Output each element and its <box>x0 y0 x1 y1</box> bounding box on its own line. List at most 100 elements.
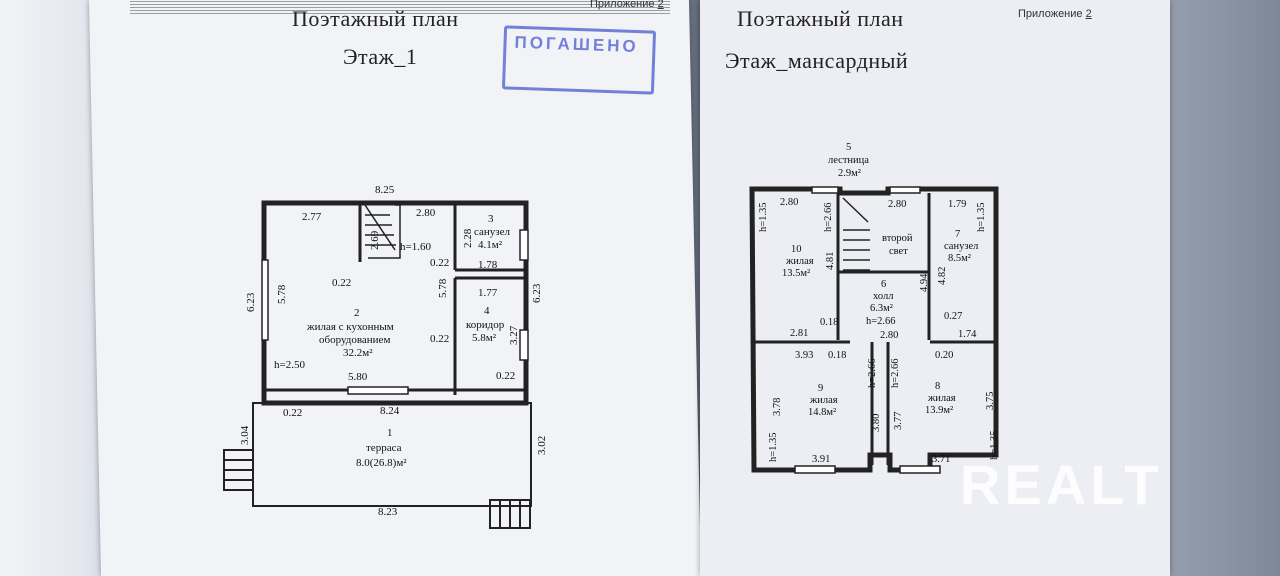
dim-r-4-82: 4.82 <box>937 267 948 285</box>
dim-2-28: 2.28 <box>462 228 474 248</box>
room-6-area: 6.3м² <box>870 303 893 314</box>
room-5-area: 2.9м² <box>838 168 861 179</box>
right-floor-label: Этаж_мансардный <box>725 48 909 73</box>
right-stairs <box>842 197 870 271</box>
left-appendix-label: Приложение <box>590 0 655 10</box>
dim-5-78-b: 5.78 <box>437 278 449 298</box>
left-floor-label: Этаж_1 <box>343 44 418 69</box>
room-8-number: 8 <box>935 381 940 392</box>
right-windows <box>794 186 941 474</box>
dim-r-h266-c: h=2.66 <box>890 358 901 388</box>
left-terrace <box>223 402 532 529</box>
room-8-name: жилая <box>927 393 956 404</box>
room-7-number: 7 <box>955 229 960 240</box>
dim-0-22-b: 0.22 <box>430 257 449 269</box>
right-appendix-label: Приложение <box>1018 8 1083 20</box>
room-2-number: 2 <box>354 307 360 319</box>
room-7-area: 8.5м² <box>948 253 971 264</box>
dim-2-69: 2.69 <box>369 230 381 250</box>
dim-r-1-79: 1.79 <box>948 199 966 210</box>
room-2-name-line2: оборудованием <box>319 334 390 346</box>
dim-r-3-78: 3.78 <box>772 398 783 416</box>
dim-2-77: 2.77 <box>302 211 322 223</box>
dim-r-0-27: 0.27 <box>944 311 962 322</box>
dim-stair-left: 3.04 <box>239 425 251 445</box>
room-4-name: коридор <box>466 319 505 331</box>
right-plan-inner-walls <box>754 193 996 465</box>
dim-terrace-width: 8.24 <box>380 405 400 417</box>
dim-top: 8.25 <box>375 184 395 196</box>
dim-r-h135-a: h=1.35 <box>758 202 769 232</box>
dim-r-3-93: 3.93 <box>795 350 813 361</box>
dim-r-3-91: 3.91 <box>812 454 830 465</box>
dim-5-78-a: 5.78 <box>276 284 288 304</box>
room-3-number: 3 <box>488 213 494 225</box>
paper-edge-lines <box>130 0 670 14</box>
room-9-area: 14.8м² <box>808 407 836 418</box>
second-light-label: второй <box>882 233 913 244</box>
dim-r-2-80-c: 2.80 <box>880 330 898 341</box>
dim-r-2-81: 2.81 <box>790 328 808 339</box>
dim-0-22-e: 0.22 <box>496 370 515 382</box>
room-1-number: 1 <box>387 427 393 439</box>
dim-r-h135-c: h=1.35 <box>768 432 779 462</box>
room-2-area: 32.2м² <box>343 347 373 359</box>
dim-left-height: 6.23 <box>245 292 257 312</box>
room-9-number: 9 <box>818 383 823 394</box>
dim-r-2-80-a: 2.80 <box>780 197 798 208</box>
dim-1-77: 1.77 <box>478 287 498 299</box>
dim-r-h266-a: h=2.66 <box>823 202 834 232</box>
room-6-height: h=2.66 <box>866 316 896 327</box>
dim-r-3-77: 3.77 <box>893 412 904 430</box>
dim-r-1-74: 1.74 <box>958 329 977 340</box>
dim-0-22-d: 0.22 <box>283 407 302 419</box>
room-2-name: жилая с кухонным <box>306 321 394 333</box>
dim-r-0-18-a: 0.18 <box>820 317 838 328</box>
right-page-title: Поэтажный план <box>737 6 904 31</box>
dim-5-80: 5.80 <box>348 371 368 383</box>
room-6-name: холл <box>873 291 893 302</box>
dim-2-80: 2.80 <box>416 207 436 219</box>
left-plan-inner-walls <box>264 203 526 395</box>
left-stairs <box>364 204 401 259</box>
right-appendix-number: 2 <box>1085 8 1092 20</box>
dim-r-4-94: 4.94 <box>919 273 930 292</box>
left-page-title: Поэтажный план <box>292 6 459 31</box>
room-4-number: 4 <box>484 305 490 317</box>
right-plan-labels: 5 лестница 2.9м² 2.80 h=1.35 h=2.66 2.80… <box>758 142 1000 465</box>
dim-h-160: h=1.60 <box>400 241 431 253</box>
room-3-area: 4.1м² <box>478 239 503 251</box>
right-appendix: Приложение 2 <box>1018 8 1092 20</box>
realt-watermark: REALT <box>960 453 1163 516</box>
left-appendix: Приложение 2 <box>590 0 664 10</box>
dim-stair-right: 3.02 <box>536 436 548 455</box>
room-6-number: 6 <box>881 279 886 290</box>
second-light-label-2: свет <box>889 246 908 257</box>
dim-r-0-20: 0.20 <box>935 350 953 361</box>
dim-r-0-18-b: 0.18 <box>828 350 846 361</box>
right-sheet <box>700 0 1170 576</box>
room-1-area: 8.0(26.8)м² <box>356 457 407 469</box>
dim-r-3-71: 3.71 <box>932 454 950 465</box>
room-4-area: 5.8м² <box>472 332 497 344</box>
dim-bottom: 8.23 <box>378 506 398 518</box>
right-plan-walls <box>749 186 999 473</box>
room-7-name: санузел <box>944 241 978 252</box>
room-8-area: 13.9м² <box>925 405 953 416</box>
left-windows <box>261 229 529 395</box>
room-10-name: жилая <box>785 256 814 267</box>
room-1-name: терраса <box>366 442 402 454</box>
room-9-name: жилая <box>809 395 838 406</box>
dim-3-27: 3.27 <box>508 325 520 345</box>
dim-r-4-81: 4.81 <box>825 252 836 270</box>
dim-r-h135-b: h=1.35 <box>976 202 987 232</box>
dim-0-22-a: 0.22 <box>332 277 351 289</box>
dim-r-h135-d: h=1.35 <box>989 430 1000 460</box>
dim-0-22-c: 0.22 <box>430 333 449 345</box>
height-2-50: h=2.50 <box>274 359 305 371</box>
room-10-area: 13.5м² <box>782 268 810 279</box>
room-10-number: 10 <box>791 244 802 255</box>
room-3-name: санузел <box>474 226 511 238</box>
dim-r-3-80: 3.80 <box>871 414 882 432</box>
